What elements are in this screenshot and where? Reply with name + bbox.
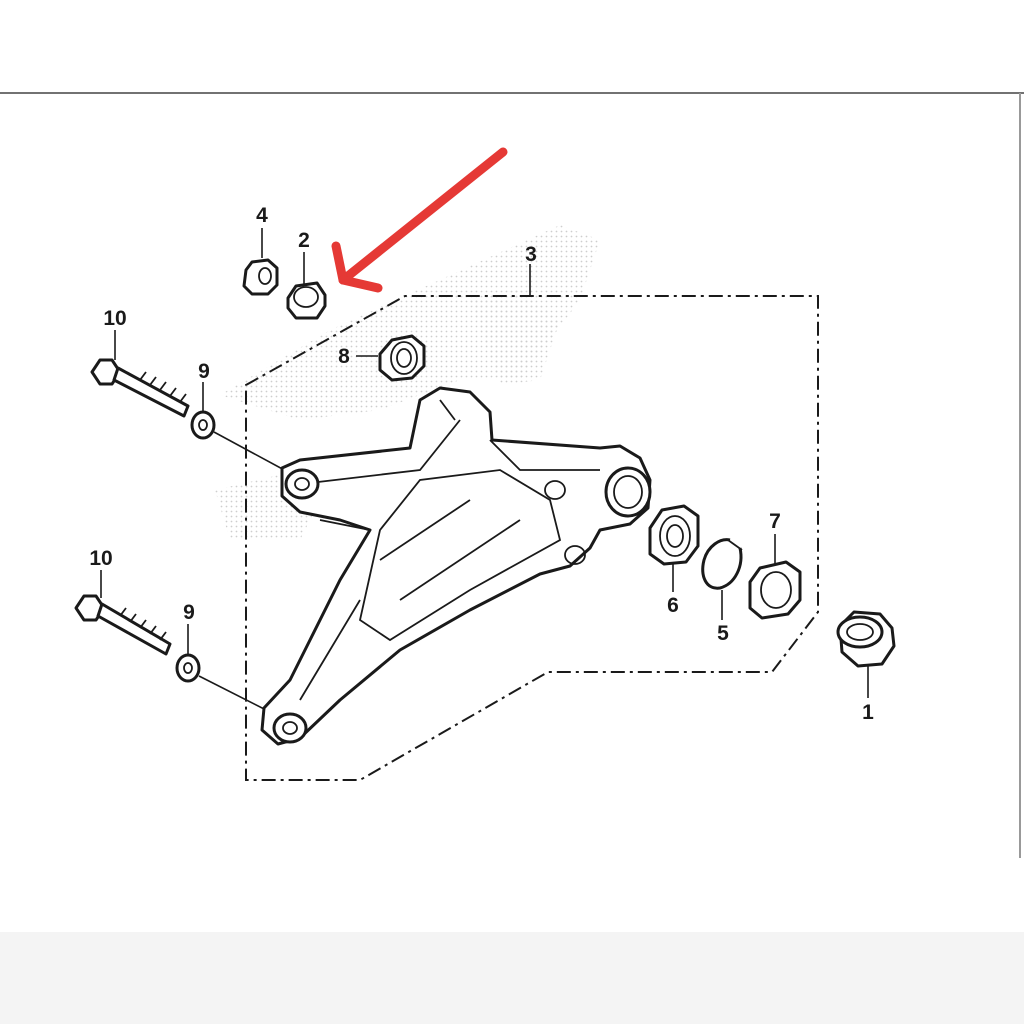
callout-8: 8 — [338, 345, 350, 368]
snap-ring-part — [701, 538, 743, 590]
leader-line-lower — [198, 675, 271, 713]
callout-1: 1 — [862, 701, 874, 724]
callout-9-upper: 9 — [198, 360, 210, 383]
callout-10-upper: 10 — [103, 307, 126, 330]
callout-9-lower: 9 — [183, 601, 195, 624]
collar-part — [286, 281, 327, 320]
leader-line-upper — [213, 431, 289, 473]
link-arm-part — [260, 386, 652, 746]
callout-7: 7 — [769, 510, 781, 533]
nut-part — [242, 258, 279, 296]
callout-6: 6 — [667, 594, 679, 617]
washer-upper-part — [190, 410, 216, 440]
bearing-part — [378, 334, 426, 382]
highlight-arrow-icon — [331, 147, 508, 293]
callout-10-lower: 10 — [89, 547, 112, 570]
bushing-part — [836, 610, 896, 668]
washer-lower-part — [175, 653, 201, 683]
bearing-7-part — [748, 560, 802, 620]
callout-2: 2 — [298, 229, 310, 252]
callout-5: 5 — [717, 622, 729, 645]
bolt-lower-part — [74, 594, 172, 656]
bolt-upper-part — [90, 358, 190, 418]
bottom-gray-band — [0, 932, 1024, 1024]
callout-4: 4 — [256, 204, 268, 227]
bearing-6-part — [648, 504, 700, 566]
callout-3: 3 — [525, 243, 537, 266]
